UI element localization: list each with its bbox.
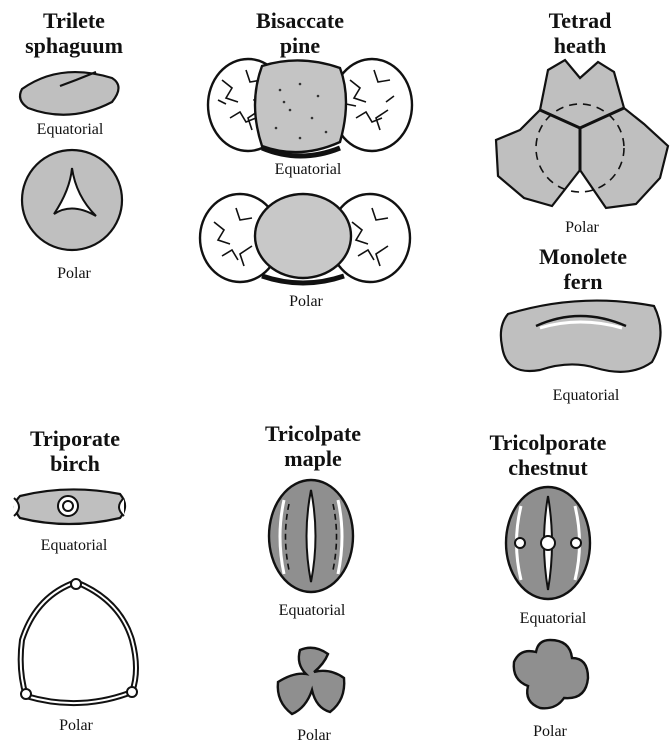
tricolporate-equatorial-grain [506,487,590,599]
monolete-title-line2: fern [563,269,602,294]
trilete-title-line1: Trilete [43,8,105,33]
tetrad-title-line2: heath [554,33,607,58]
monolete-title-line1: Monolete [539,244,627,269]
bisaccate-equatorial-grain [208,59,412,156]
triporate-equatorial-grain [14,489,125,524]
triporate-view2-label: Polar [59,717,93,734]
tetrad-polar-grain [496,60,668,208]
monolete-view1-label: Equatorial [553,387,620,404]
trilete-polar-grain [22,150,122,250]
panel-tricolporate: Tricolporate chestnut Equatorial Polar [490,430,607,740]
tricolpate-equatorial-grain [269,480,353,592]
monolete-equatorial-grain [501,301,661,372]
triporate-polar-grain [21,579,137,703]
triporate-title-line2: birch [50,451,100,476]
bisaccate-view1-label: Equatorial [275,161,342,178]
bisaccate-polar-grain [200,194,410,283]
panel-bisaccate: Bisaccate pine Equatorial Polar [200,8,412,310]
panel-triporate: Triporate birch Equatorial Polar [14,426,137,734]
trilete-equatorial-grain [20,72,119,115]
triporate-title-line1: Triporate [30,426,120,451]
panel-trilete: Trilete sphaguum Equatorial Polar [20,8,123,282]
panel-tetrad: Tetrad heath Polar [496,8,668,236]
bisaccate-title-line1: Bisaccate [256,8,344,33]
trilete-title-line2: sphaguum [25,33,123,58]
panel-tricolpate: Tricolpate maple Equatorial Polar [265,421,361,744]
bisaccate-view2-label: Polar [289,293,323,310]
tricolporate-view2-label: Polar [533,723,567,740]
bisaccate-title-line2: pine [280,33,321,58]
tricolpate-title-line1: Tricolpate [265,421,361,446]
tricolporate-polar-grain [514,640,588,708]
tricolpate-view1-label: Equatorial [279,602,346,619]
tricolporate-title-line1: Tricolporate [490,430,607,455]
tetrad-title-line1: Tetrad [549,8,612,33]
tricolporate-title-line2: chestnut [508,455,588,480]
trilete-view1-label: Equatorial [37,121,104,138]
tetrad-view1-label: Polar [565,219,599,236]
tricolpate-view2-label: Polar [297,727,331,744]
tricolpate-polar-grain [278,648,344,714]
triporate-view1-label: Equatorial [41,537,108,554]
tricolporate-view1-label: Equatorial [520,610,587,627]
trilete-view2-label: Polar [57,265,91,282]
panel-monolete: Monolete fern Equatorial [501,244,661,404]
tricolpate-title-line2: maple [284,446,342,471]
